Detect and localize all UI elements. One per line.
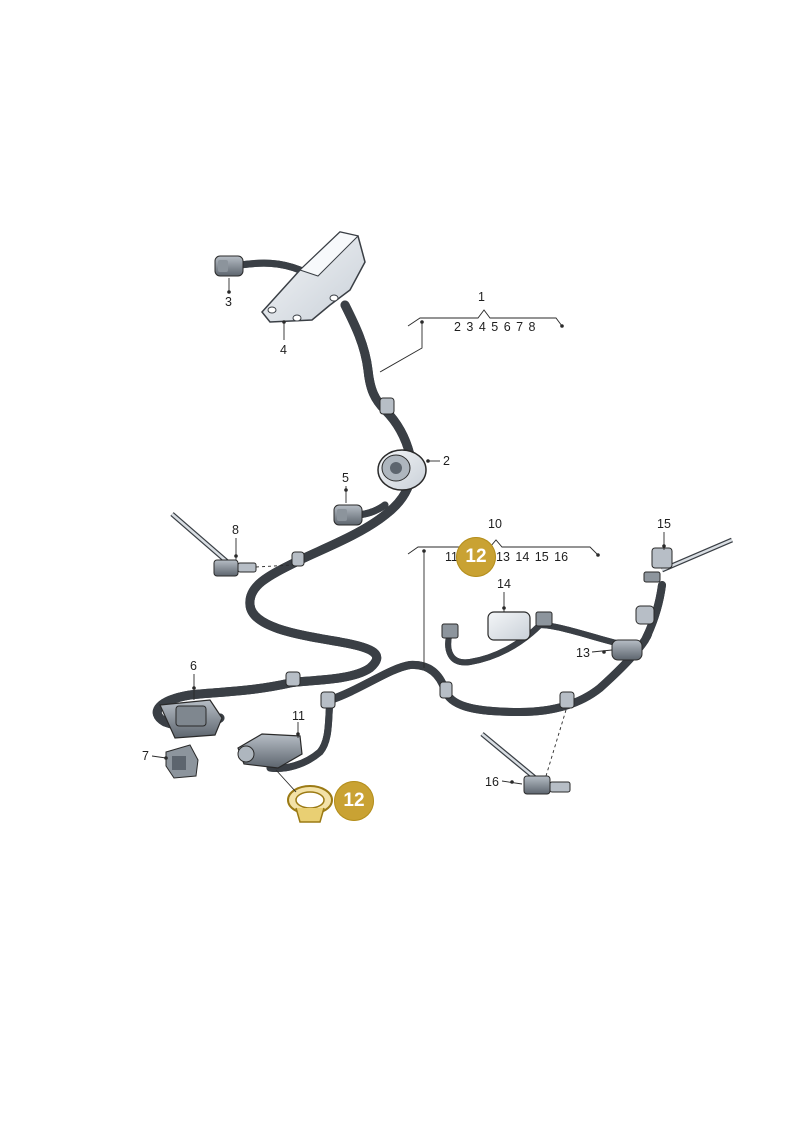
callout-1: 1 — [478, 290, 485, 304]
callout-15: 15 — [657, 517, 671, 531]
connector-3 — [214, 255, 244, 277]
cable-tie-16 — [480, 732, 571, 795]
callout-10-items-b: 13 14 15 16 — [496, 550, 569, 564]
seal-ring-12 — [287, 785, 333, 823]
connector-6 — [159, 699, 223, 739]
callout-6: 6 — [190, 659, 197, 673]
module-14 — [441, 611, 553, 641]
connector-11 — [237, 733, 303, 769]
connector-5 — [333, 504, 363, 526]
callout-3: 3 — [225, 295, 232, 309]
cable-tie-8 — [170, 512, 257, 577]
callout-5: 5 — [342, 471, 349, 485]
harness-main — [157, 263, 666, 768]
callout-14: 14 — [497, 577, 511, 591]
callout-13: 13 — [576, 646, 590, 660]
callout-11: 11 — [292, 709, 305, 723]
callout-1-items: 2 3 4 5 6 7 8 — [454, 320, 536, 334]
callout-7: 7 — [142, 749, 149, 763]
clip-trunk — [285, 397, 575, 709]
callout-16: 16 — [485, 775, 499, 789]
callout-10-items-a: 11 — [445, 550, 458, 564]
highlight-badge-bottom[interactable]: 12 — [334, 781, 374, 821]
highlight-badge-top[interactable]: 12 — [456, 537, 496, 577]
leader-lines — [151, 278, 665, 793]
connector-13 — [611, 605, 655, 661]
round-connector-2 — [377, 449, 427, 491]
holder-7 — [165, 744, 199, 779]
callout-2: 2 — [443, 454, 450, 468]
callout-4: 4 — [280, 343, 287, 357]
callout-10: 10 — [488, 517, 502, 531]
bracket-plate — [261, 231, 366, 323]
callout-8: 8 — [232, 523, 239, 537]
cable-tie-15 — [643, 537, 733, 583]
leader-dots — [164, 290, 666, 784]
